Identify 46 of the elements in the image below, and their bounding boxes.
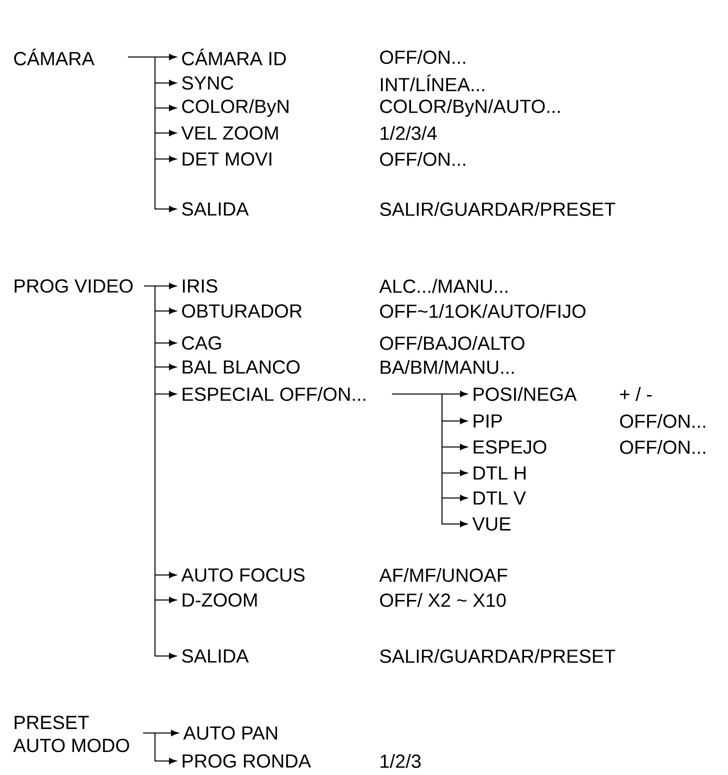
menu-item: SYNC: [182, 76, 234, 90]
option-values: COLOR/ByN/AUTO...: [380, 99, 560, 117]
option-values: OFF~1/1OK/AUTO/FIJO: [380, 304, 586, 318]
menu-item: ESPECIAL OFF/ON...: [182, 387, 366, 401]
menu-item: CAG: [182, 336, 221, 350]
menu-item: SALIDA: [182, 649, 249, 663]
menu-item: AUTO PAN: [183, 726, 278, 740]
menu-item: CÁMARA: [14, 48, 94, 66]
menu-item: COLOR/ByN: [182, 99, 288, 117]
option-values: OFF/BAJO/ALTO: [380, 336, 524, 350]
option-values: SALIR/GUARDAR/PRESET: [380, 649, 616, 663]
arrow: [142, 732, 176, 764]
menu-item: VUE: [472, 517, 510, 531]
arrow: [128, 56, 176, 212]
option-values: ALC.../MANU...: [379, 279, 508, 293]
option-values: BA/BM/MANU...: [380, 360, 514, 374]
menu-item: DTL V: [474, 491, 526, 505]
option-values: OFF/ON...: [620, 414, 706, 428]
option-values: SALIR/GUARDAR/PRESET: [380, 202, 616, 216]
option-values: OFF/ON...: [380, 152, 466, 166]
option-values: OFF/ X2 ~ X10: [380, 593, 506, 607]
menu-item: PROG VIDEO: [14, 279, 133, 293]
menu-item: PRESET AUTO MODO: [13, 716, 130, 752]
menu-item: DTL H: [474, 466, 526, 480]
menu-item: IRIS: [182, 279, 218, 293]
menu-item: ESPEJO: [474, 440, 546, 454]
menu-item: PIP: [474, 414, 502, 428]
menu-item: OBTURADOR: [182, 304, 302, 318]
option-values: 1/2/3: [380, 754, 421, 768]
menu-item: BAL BLANCO: [182, 360, 300, 374]
option-values: INT/LÍNEA...: [380, 74, 484, 92]
menu-item: PROG RONDA: [182, 754, 311, 768]
arrow: [392, 394, 468, 528]
menu-item: DET MOVI: [182, 152, 272, 166]
option-values: AF/MF/UNOAF: [379, 568, 508, 582]
heading-text: PRESET: [14, 716, 89, 730]
menu-item: AUTO FOCUS: [181, 568, 305, 582]
menu-item: POSI/NEGA: [474, 387, 577, 401]
option-values: OFF/ON...: [380, 50, 466, 64]
menu-item: CÁMARA ID: [182, 48, 286, 66]
option-values: 1/2/3/4: [380, 126, 437, 140]
menu-item: VEL ZOOM: [181, 126, 278, 140]
menu-item: D-ZOOM: [182, 593, 257, 607]
option-values: OFF/ON...: [620, 440, 706, 454]
menu-item: SALIDA: [182, 202, 249, 216]
option-values: + / -: [620, 387, 652, 401]
